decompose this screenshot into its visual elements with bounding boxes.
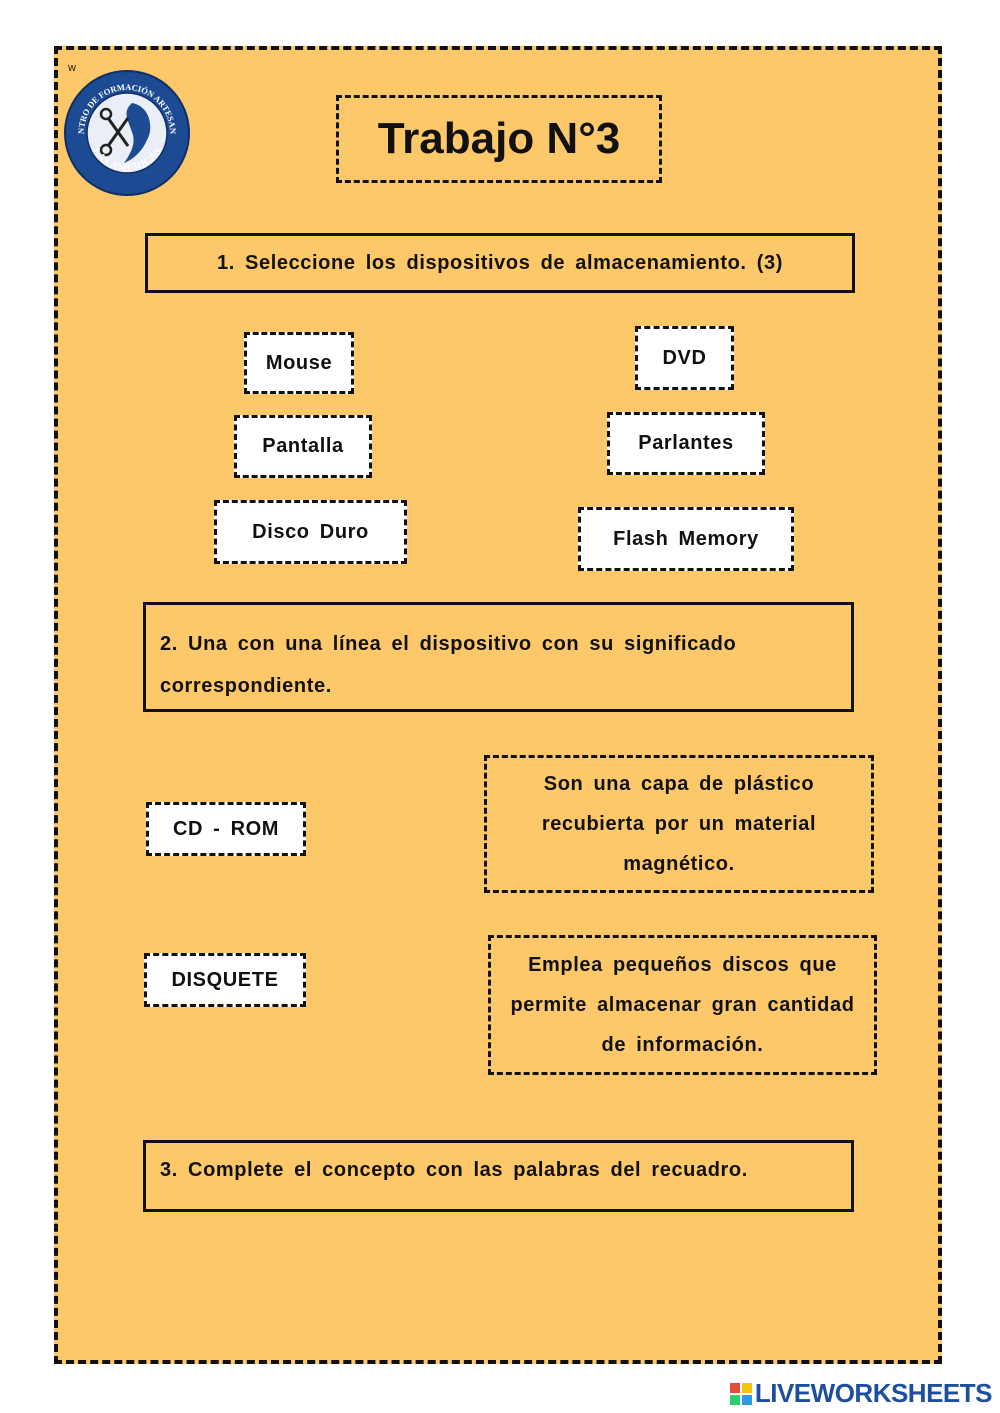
question-3-instruction: 3. Complete el concepto con las palabras… <box>143 1140 854 1212</box>
question-2-instruction: 2. Una con una línea el dispositivo con … <box>143 602 854 712</box>
option-pantalla[interactable]: Pantalla <box>234 415 372 478</box>
option-parlantes[interactable]: Parlantes <box>607 412 765 475</box>
definition-2[interactable]: Emplea pequeños discos que permite almac… <box>488 935 877 1075</box>
item-cd-rom[interactable]: CD - ROM <box>146 802 306 856</box>
brand-text: LIVEWORKSHEETS <box>754 1378 993 1408</box>
liveworksheets-brand: LIVEWORKSHEETS <box>729 1378 993 1409</box>
option-mouse[interactable]: Mouse <box>244 332 354 394</box>
school-logo-seal: CENTRO DE FORMACIÓN ARTESANAL LAS AMERIC… <box>59 60 190 196</box>
page-title: Trabajo N°3 <box>336 95 662 183</box>
question-1-instruction: 1. Seleccione los dispositivos de almace… <box>145 233 855 293</box>
option-dvd[interactable]: DVD <box>635 326 734 390</box>
option-disco-duro[interactable]: Disco Duro <box>214 500 407 564</box>
liveworksheets-logo-icon <box>729 1382 752 1405</box>
item-disquete[interactable]: DISQUETE <box>144 953 306 1007</box>
school-logo: CENTRO DE FORMACIÓN ARTESANAL LAS AMERIC… <box>59 60 192 198</box>
logo-corner-mark: w <box>68 62 76 74</box>
definition-1[interactable]: Son una capa de plástico recubierta por … <box>484 755 874 893</box>
option-flash-memory[interactable]: Flash Memory <box>578 507 794 571</box>
